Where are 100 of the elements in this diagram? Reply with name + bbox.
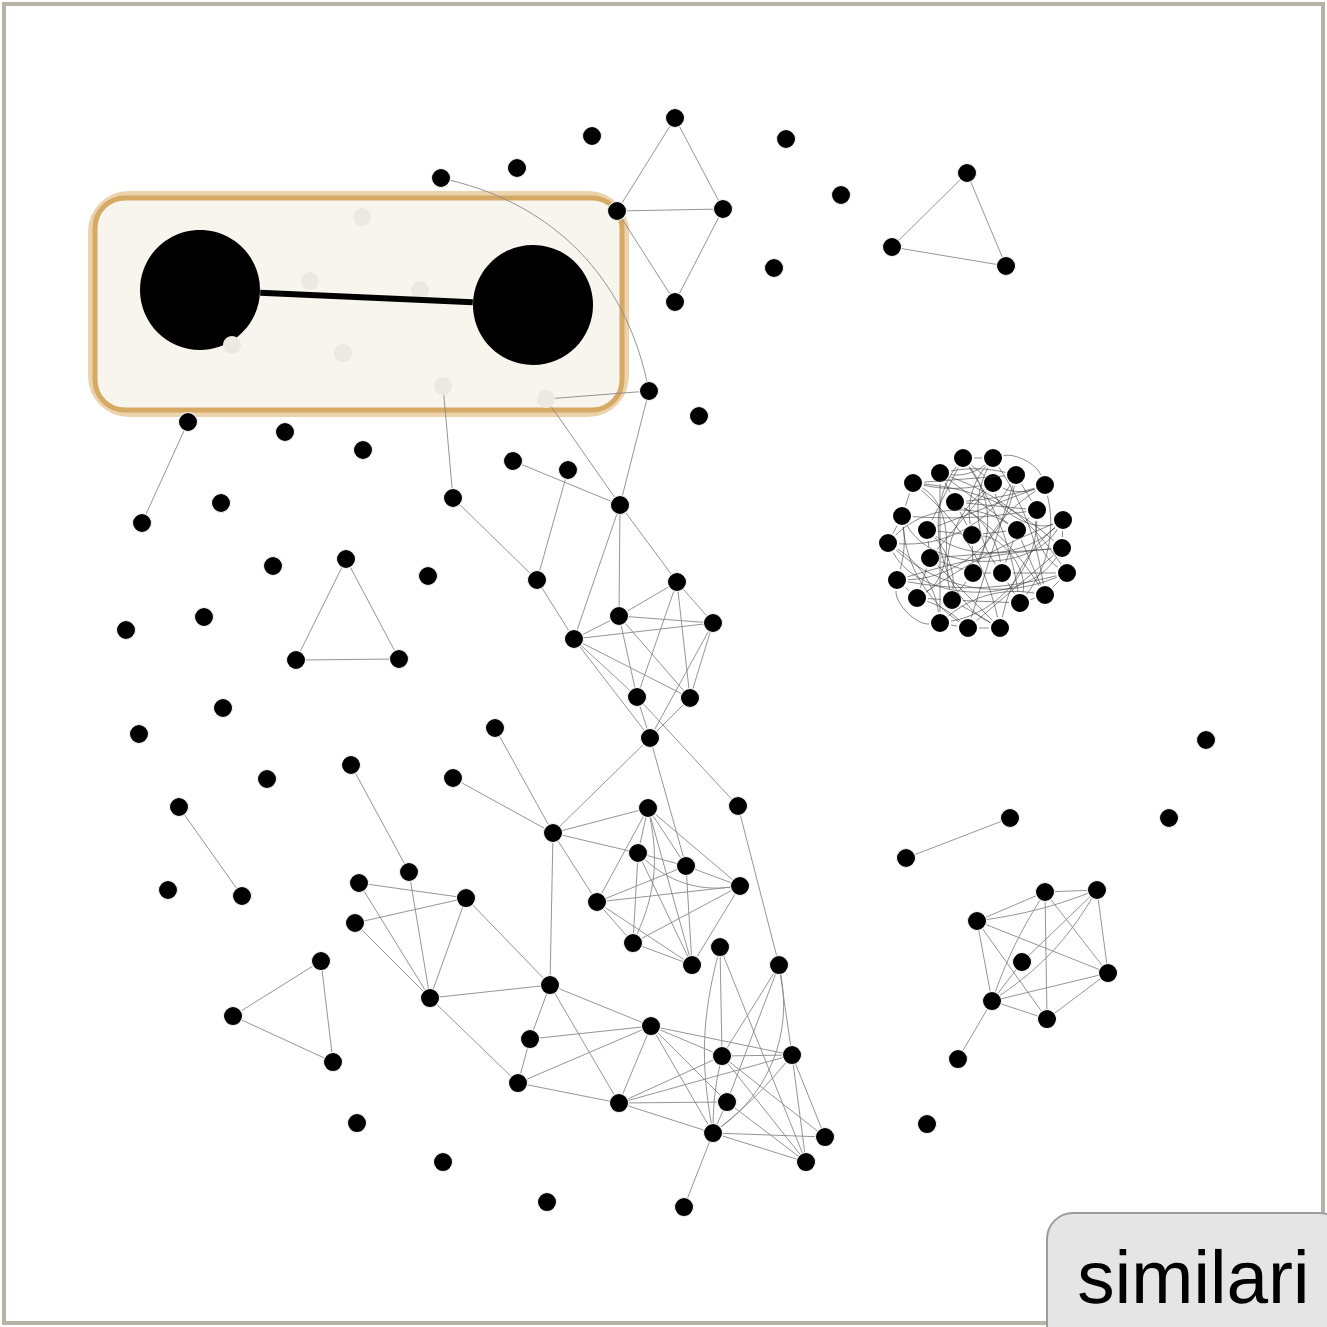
node-dot [564,629,584,649]
edge-line [241,965,313,1012]
node-dot [674,1197,694,1217]
node-dot [610,495,630,515]
edge-line [976,554,1054,622]
edge-line [905,493,910,506]
node-dot [420,988,440,1008]
edge-line [720,1062,787,1128]
edge-line [364,899,457,922]
edge-line [944,482,951,493]
edge-line [628,616,704,623]
node-dot [896,848,916,868]
node-dot [263,556,283,576]
node-dot [665,108,685,128]
node-dot [132,513,152,533]
edge-line [628,1057,783,1101]
edge-line [1028,896,1091,956]
edge-line [1044,901,1048,1010]
edge-line [931,467,959,521]
edge-line [636,817,655,935]
edge-line [305,658,390,661]
edge-line [780,974,792,1046]
edge-line [539,479,566,571]
node-dot [257,769,277,789]
node-dot [957,163,977,183]
node-dot [623,933,643,953]
edge-line [946,489,985,590]
edge-line [1054,978,1101,1014]
edge-line [659,1029,714,1053]
edge-line [937,488,1036,527]
edge-line [472,904,544,979]
node-dot [1035,882,1055,902]
edge-line [655,1034,709,1125]
node-dot [336,549,356,569]
edge-line [533,993,547,1031]
node-dot [1012,952,1032,972]
node-dot [640,728,660,748]
edge-line [921,489,998,618]
edge-line [582,643,682,694]
edge-line [579,646,645,731]
node-dot [1087,880,1107,900]
edge-line [641,946,684,962]
node-dot [607,201,627,221]
edge-line [959,511,968,526]
node-dot [764,258,784,278]
edge-line [639,591,675,688]
edge-line [923,483,1055,541]
edge-line [621,218,671,295]
node-dot [323,1052,343,1072]
edge-line [1021,484,1032,501]
edge-line [703,956,719,1124]
edge-line [983,572,992,574]
tab: similari [1046,1212,1327,1327]
edge-line [1097,899,1108,964]
edge-line [1024,517,1030,523]
edge-line [950,464,985,476]
node-dot [311,951,331,971]
edge-line [562,810,639,831]
node-dot [540,975,560,995]
node-dot [587,892,607,912]
edge-line [923,475,1006,483]
node-dot [831,185,851,205]
edge-line [977,467,996,565]
edge-line [650,817,690,956]
node-dot [676,856,696,876]
node-dot [140,230,260,350]
node-dot [433,1152,453,1172]
edge-line [1026,495,1052,595]
node-dot [627,687,647,707]
edge-line [644,859,731,889]
edge-line [985,895,1037,918]
edge-line [625,512,672,575]
edge-line [647,855,677,864]
edge-line [321,970,333,1053]
edge-line [554,993,615,1095]
edge-line [625,623,684,691]
edge-line [712,1065,721,1124]
edge-line [998,466,1044,585]
node-dot [443,768,463,788]
edge-line [729,1061,818,1132]
node-dot [389,649,409,669]
edge-line [618,514,621,607]
node-dot [982,991,1002,1011]
edge-line [459,504,531,574]
node-dot [194,607,214,627]
node-dot [211,493,231,513]
edge-line [978,930,991,992]
edge-line [950,520,1038,622]
edge-line [914,821,1002,855]
edge-line [576,514,618,630]
edge-line [961,605,991,623]
edge-line [922,487,947,593]
node-dot [347,1113,367,1133]
edge-line [654,631,709,730]
node-dot [730,876,750,896]
edge-line [731,1054,783,1057]
edge-line [965,502,1027,510]
node-dot [582,126,602,146]
node-dot [213,698,233,718]
edge-line [722,1135,797,1160]
